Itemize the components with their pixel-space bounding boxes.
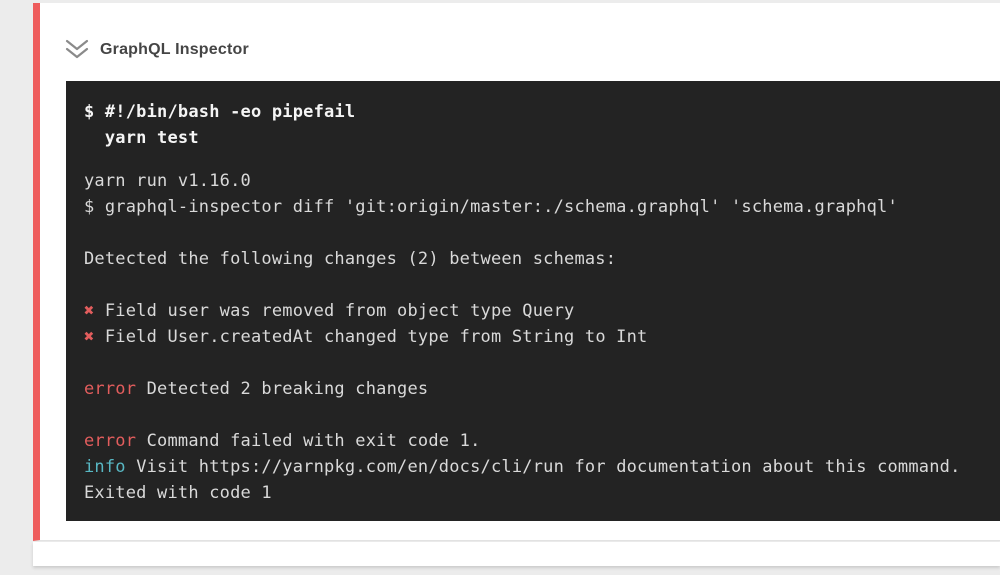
terminal-line: error Detected 2 breaking changes xyxy=(84,376,1000,402)
terminal-blank-line xyxy=(84,402,1000,428)
terminal-line: $ graphql-inspector diff 'git:origin/mas… xyxy=(84,194,1000,220)
terminal-text-segment: Command failed with exit code 1. xyxy=(146,431,481,451)
terminal-line: info Visit https://yarnpkg.com/en/docs/c… xyxy=(84,454,1000,480)
build-step-card: GraphQL Inspector $ #!/bin/bash -eo pipe… xyxy=(33,3,1000,541)
terminal-line: yarn run v1.16.0 xyxy=(84,168,1000,194)
terminal-line: error Command failed with exit code 1. xyxy=(84,428,1000,454)
terminal-text-segment: ✖ xyxy=(84,327,105,347)
terminal-text-segment: yarn test xyxy=(84,128,199,148)
step-header[interactable]: GraphQL Inspector xyxy=(40,3,1000,74)
terminal-blank-line xyxy=(84,350,1000,376)
terminal-text-segment: Exited with code 1 xyxy=(84,483,272,503)
terminal-text-segment: yarn run v1.16.0 xyxy=(84,171,251,191)
terminal-text-segment: error xyxy=(84,379,147,399)
double-chevron-down-icon[interactable] xyxy=(63,38,91,62)
terminal-line: Detected the following changes (2) betwe… xyxy=(84,246,1000,272)
terminal-blank-line xyxy=(84,220,1000,246)
terminal-blank-line xyxy=(84,272,1000,298)
terminal-line: yarn test xyxy=(84,125,1000,151)
next-step-row[interactable] xyxy=(33,542,1000,566)
terminal-text-segment: $ #!/bin/bash -eo pipefail xyxy=(84,102,356,122)
terminal-text-segment: Field user was removed from object type … xyxy=(104,301,575,321)
terminal-output: $ #!/bin/bash -eo pipefail yarn test yarn… xyxy=(66,81,1000,521)
terminal-line: $ #!/bin/bash -eo pipefail xyxy=(84,99,1000,125)
terminal-text-segment: Field User.createdAt changed type from S… xyxy=(104,327,648,347)
terminal-line: Exited with code 1 xyxy=(84,480,1000,506)
terminal-text-segment: Detected the following changes (2) betwe… xyxy=(84,249,617,269)
terminal-text-segment: $ graphql-inspector diff 'git:origin/mas… xyxy=(84,197,898,217)
terminal-text-segment: Detected 2 breaking changes xyxy=(146,379,429,399)
step-title: GraphQL Inspector xyxy=(100,41,249,58)
terminal-line: ✖ Field User.createdAt changed type from… xyxy=(84,324,1000,350)
terminal-text-segment: info xyxy=(84,457,137,477)
terminal-line: ✖ Field user was removed from object typ… xyxy=(84,298,1000,324)
terminal-text-segment: ✖ xyxy=(84,301,105,321)
terminal-blank-line xyxy=(84,151,1000,168)
terminal-text-segment: Visit https://yarnpkg.com/en/docs/cli/ru… xyxy=(136,457,961,477)
terminal-text-segment: error xyxy=(84,431,147,451)
